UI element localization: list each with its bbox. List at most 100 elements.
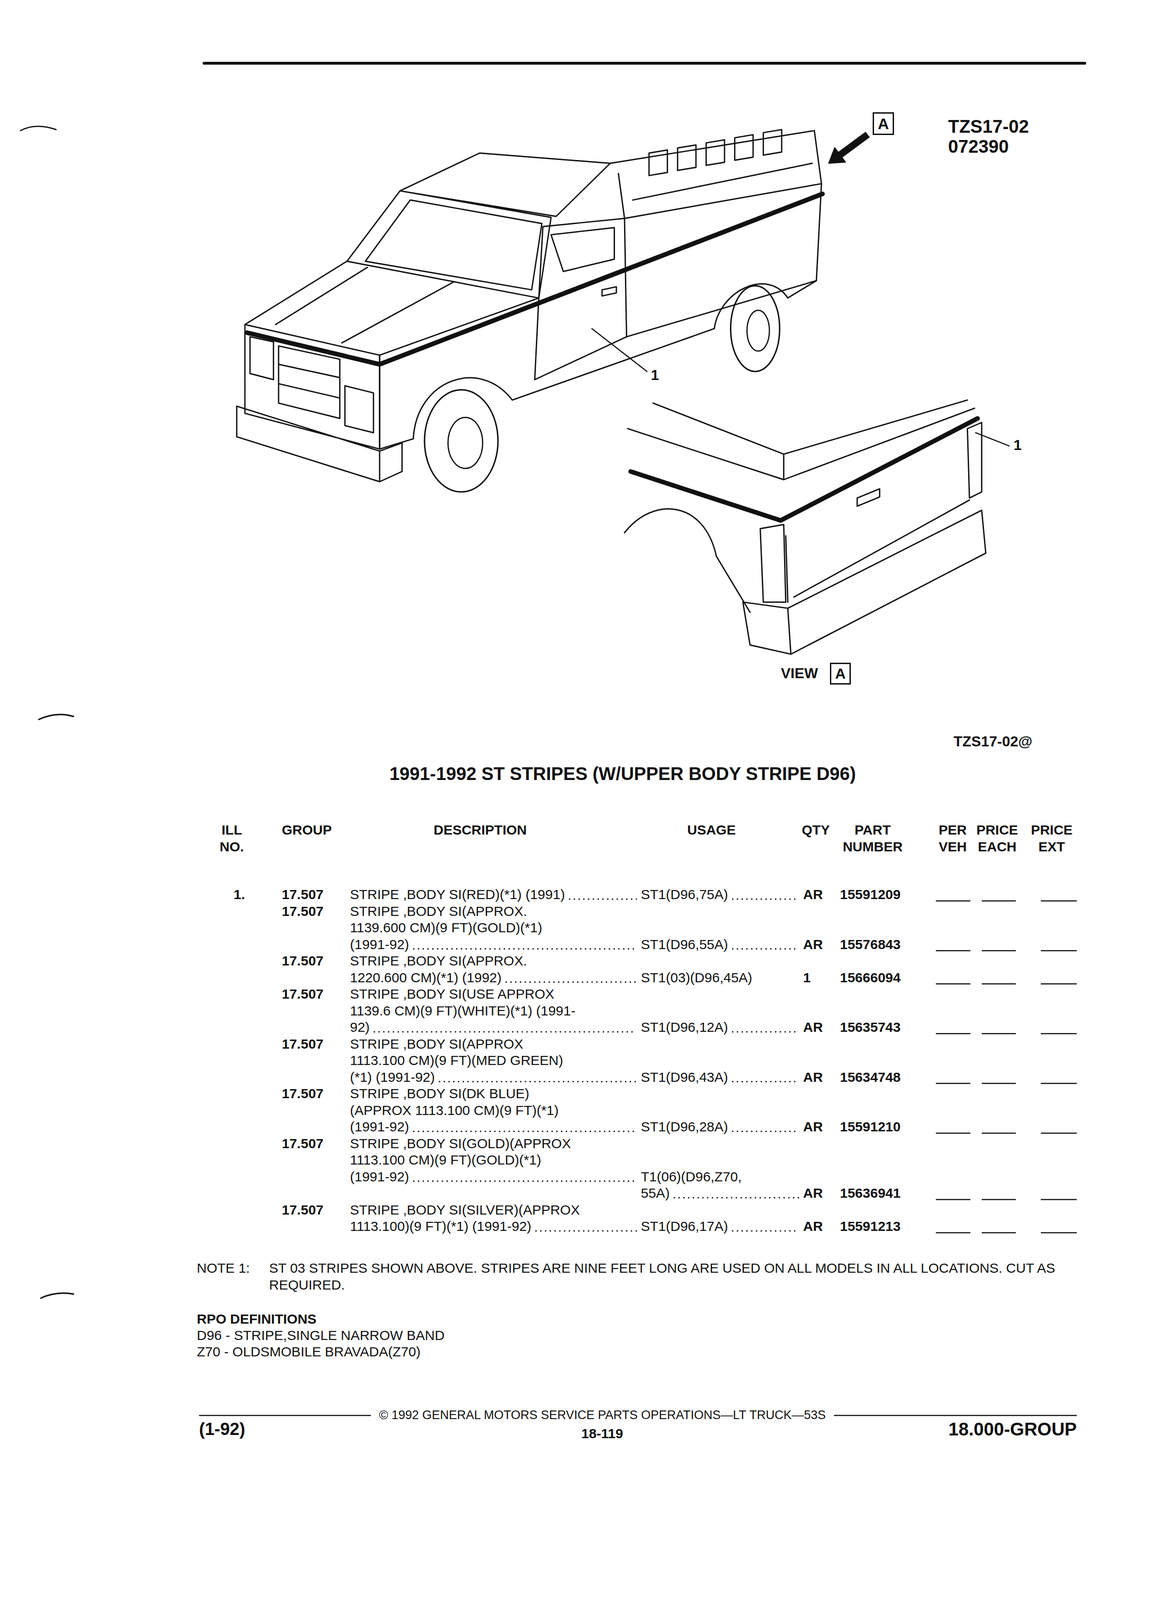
usage-code: ST1(D96,28A) xyxy=(640,1118,729,1136)
illustration-number: 1. xyxy=(233,886,245,904)
group-code: 17.507 xyxy=(281,903,324,920)
part-description: STRIPE ,BODY SI(RED)(*1) (1991) xyxy=(349,886,578,904)
quantity: AR xyxy=(803,1218,823,1235)
callout-number: 1 xyxy=(650,366,660,384)
column-header: PRICE EACH xyxy=(970,821,1024,855)
price-blank xyxy=(1040,1082,1077,1085)
view-letter: A xyxy=(831,665,850,682)
quantity: AR xyxy=(803,886,823,904)
part-number: 15591213 xyxy=(839,1218,901,1235)
dot-leader xyxy=(413,948,637,950)
rear-hub xyxy=(746,310,770,352)
price-blank xyxy=(981,1198,1016,1201)
dot-leader xyxy=(413,1130,637,1133)
usage-code: ST1(03)(D96,45A) xyxy=(640,969,753,987)
body-stripe xyxy=(246,194,823,365)
quantity: AR xyxy=(803,1118,823,1136)
price-blank xyxy=(1040,1198,1077,1201)
dot-leader xyxy=(732,1230,799,1232)
top-rule xyxy=(204,61,1085,65)
figure-code: TZS17-02@ xyxy=(953,732,1033,750)
column-header: PER VEH xyxy=(934,821,971,855)
group-code: 17.507 xyxy=(281,886,324,904)
price-blank xyxy=(981,1132,1016,1135)
quantity: AR xyxy=(803,1019,823,1036)
part-description: STRIPE ,BODY SI(SILVER)(APPROX 1113.100)… xyxy=(349,1201,596,1235)
dot-leader xyxy=(732,1031,799,1033)
price-blank xyxy=(981,1232,1016,1234)
front-hub xyxy=(448,417,483,469)
dot-leader xyxy=(674,1197,799,1199)
truck-side-outline xyxy=(379,218,817,449)
copyright-line: © 1992 GENERAL MOTORS SERVICE PARTS OPER… xyxy=(375,1407,830,1423)
price-blank xyxy=(935,983,971,985)
part-description: STRIPE ,BODY SI(APPROX. 1220.600 CM)(*1)… xyxy=(349,952,578,986)
truck-cab-outline xyxy=(236,153,611,482)
group-code: 17.507 xyxy=(281,1035,324,1053)
usage-code: ST1(D96,17A) xyxy=(640,1218,729,1235)
dot-leader xyxy=(535,1230,637,1232)
front-wheel xyxy=(424,389,499,493)
price-blank xyxy=(1040,983,1077,985)
figure-code: TZS17-02 xyxy=(948,115,1030,138)
group-code: 17.507 xyxy=(281,952,324,970)
view-arrow-tag: A xyxy=(872,112,895,135)
note-label: NOTE 1: xyxy=(196,1259,250,1277)
group-code: 17.507 xyxy=(281,985,324,1003)
note-text: ST 03 STRIPES SHOWN ABOVE. STRIPES ARE N… xyxy=(269,1259,1060,1294)
dot-leader xyxy=(374,1031,637,1033)
price-blank xyxy=(935,1082,971,1085)
quantity: AR xyxy=(803,1184,823,1202)
dot-leader xyxy=(569,898,637,900)
view-tag: A xyxy=(829,662,851,685)
price-blank xyxy=(981,900,1016,902)
view-letter: A xyxy=(874,115,893,133)
view-label: VIEW xyxy=(780,664,819,682)
column-header: DESCRIPTION xyxy=(433,821,527,839)
part-description: STRIPE ,BODY SI(DK BLUE) (APPROX 1113.10… xyxy=(349,1085,578,1136)
usage-code: T1(06)(D96,Z70, 55A) xyxy=(640,1168,748,1202)
price-blank xyxy=(981,1033,1016,1035)
price-blank xyxy=(935,1132,971,1135)
part-number: 15636941 xyxy=(839,1184,901,1202)
callout-number: 1 xyxy=(1013,436,1022,454)
figure-date-code: 072390 xyxy=(948,135,1009,158)
page-number: 18-119 xyxy=(581,1425,624,1442)
part-description: STRIPE ,BODY SI(USE APPROX 1139.6 CM)(9 … xyxy=(349,985,578,1036)
dot-leader xyxy=(732,948,799,950)
revision-date: (1-92) xyxy=(199,1418,245,1440)
column-header: PRICE EXT xyxy=(1025,821,1079,855)
part-number: 15591209 xyxy=(839,886,901,904)
dot-leader xyxy=(413,1180,637,1182)
column-header: USAGE xyxy=(687,821,736,839)
group-code: 17.507 xyxy=(281,1085,324,1103)
footer-rule xyxy=(199,1414,371,1417)
quantity: AR xyxy=(803,1069,823,1086)
column-header: GROUP xyxy=(281,821,332,839)
scan-mark xyxy=(38,714,74,720)
price-blank xyxy=(935,949,971,952)
price-blank xyxy=(981,1082,1016,1085)
leader-line xyxy=(591,328,647,372)
price-blank xyxy=(1040,949,1077,952)
group-code: 17.507 xyxy=(281,1135,324,1153)
usage-code: ST1(D96,75A) xyxy=(640,886,729,904)
price-blank xyxy=(1040,900,1077,902)
column-header: ILL NO. xyxy=(215,821,249,855)
dot-leader xyxy=(732,1080,799,1083)
part-number: 15666094 xyxy=(839,969,901,987)
usage-code: ST1(D96,12A) xyxy=(640,1019,729,1036)
part-number: 15635743 xyxy=(839,1019,901,1036)
part-description: STRIPE ,BODY SI(APPROX. 1139.600 CM)(9 F… xyxy=(349,903,578,954)
part-description: STRIPE ,BODY SI(APPROX 1113.100 CM)(9 FT… xyxy=(349,1035,575,1086)
rpo-definition: Z70 - OLDSMOBILE BRAVADA(Z70) xyxy=(196,1343,421,1361)
column-header: QTY xyxy=(801,821,830,839)
price-blank xyxy=(935,1198,971,1201)
part-number: 15576843 xyxy=(839,936,901,954)
price-blank xyxy=(935,1232,971,1234)
page-title: 1991-1992 ST STRIPES (W/UPPER BODY STRIP… xyxy=(389,762,856,785)
dot-leader xyxy=(732,1130,799,1133)
dot-leader xyxy=(439,1080,637,1083)
group-number: 18.000-GROUP xyxy=(948,1418,1077,1440)
part-number: 15591210 xyxy=(839,1118,901,1136)
